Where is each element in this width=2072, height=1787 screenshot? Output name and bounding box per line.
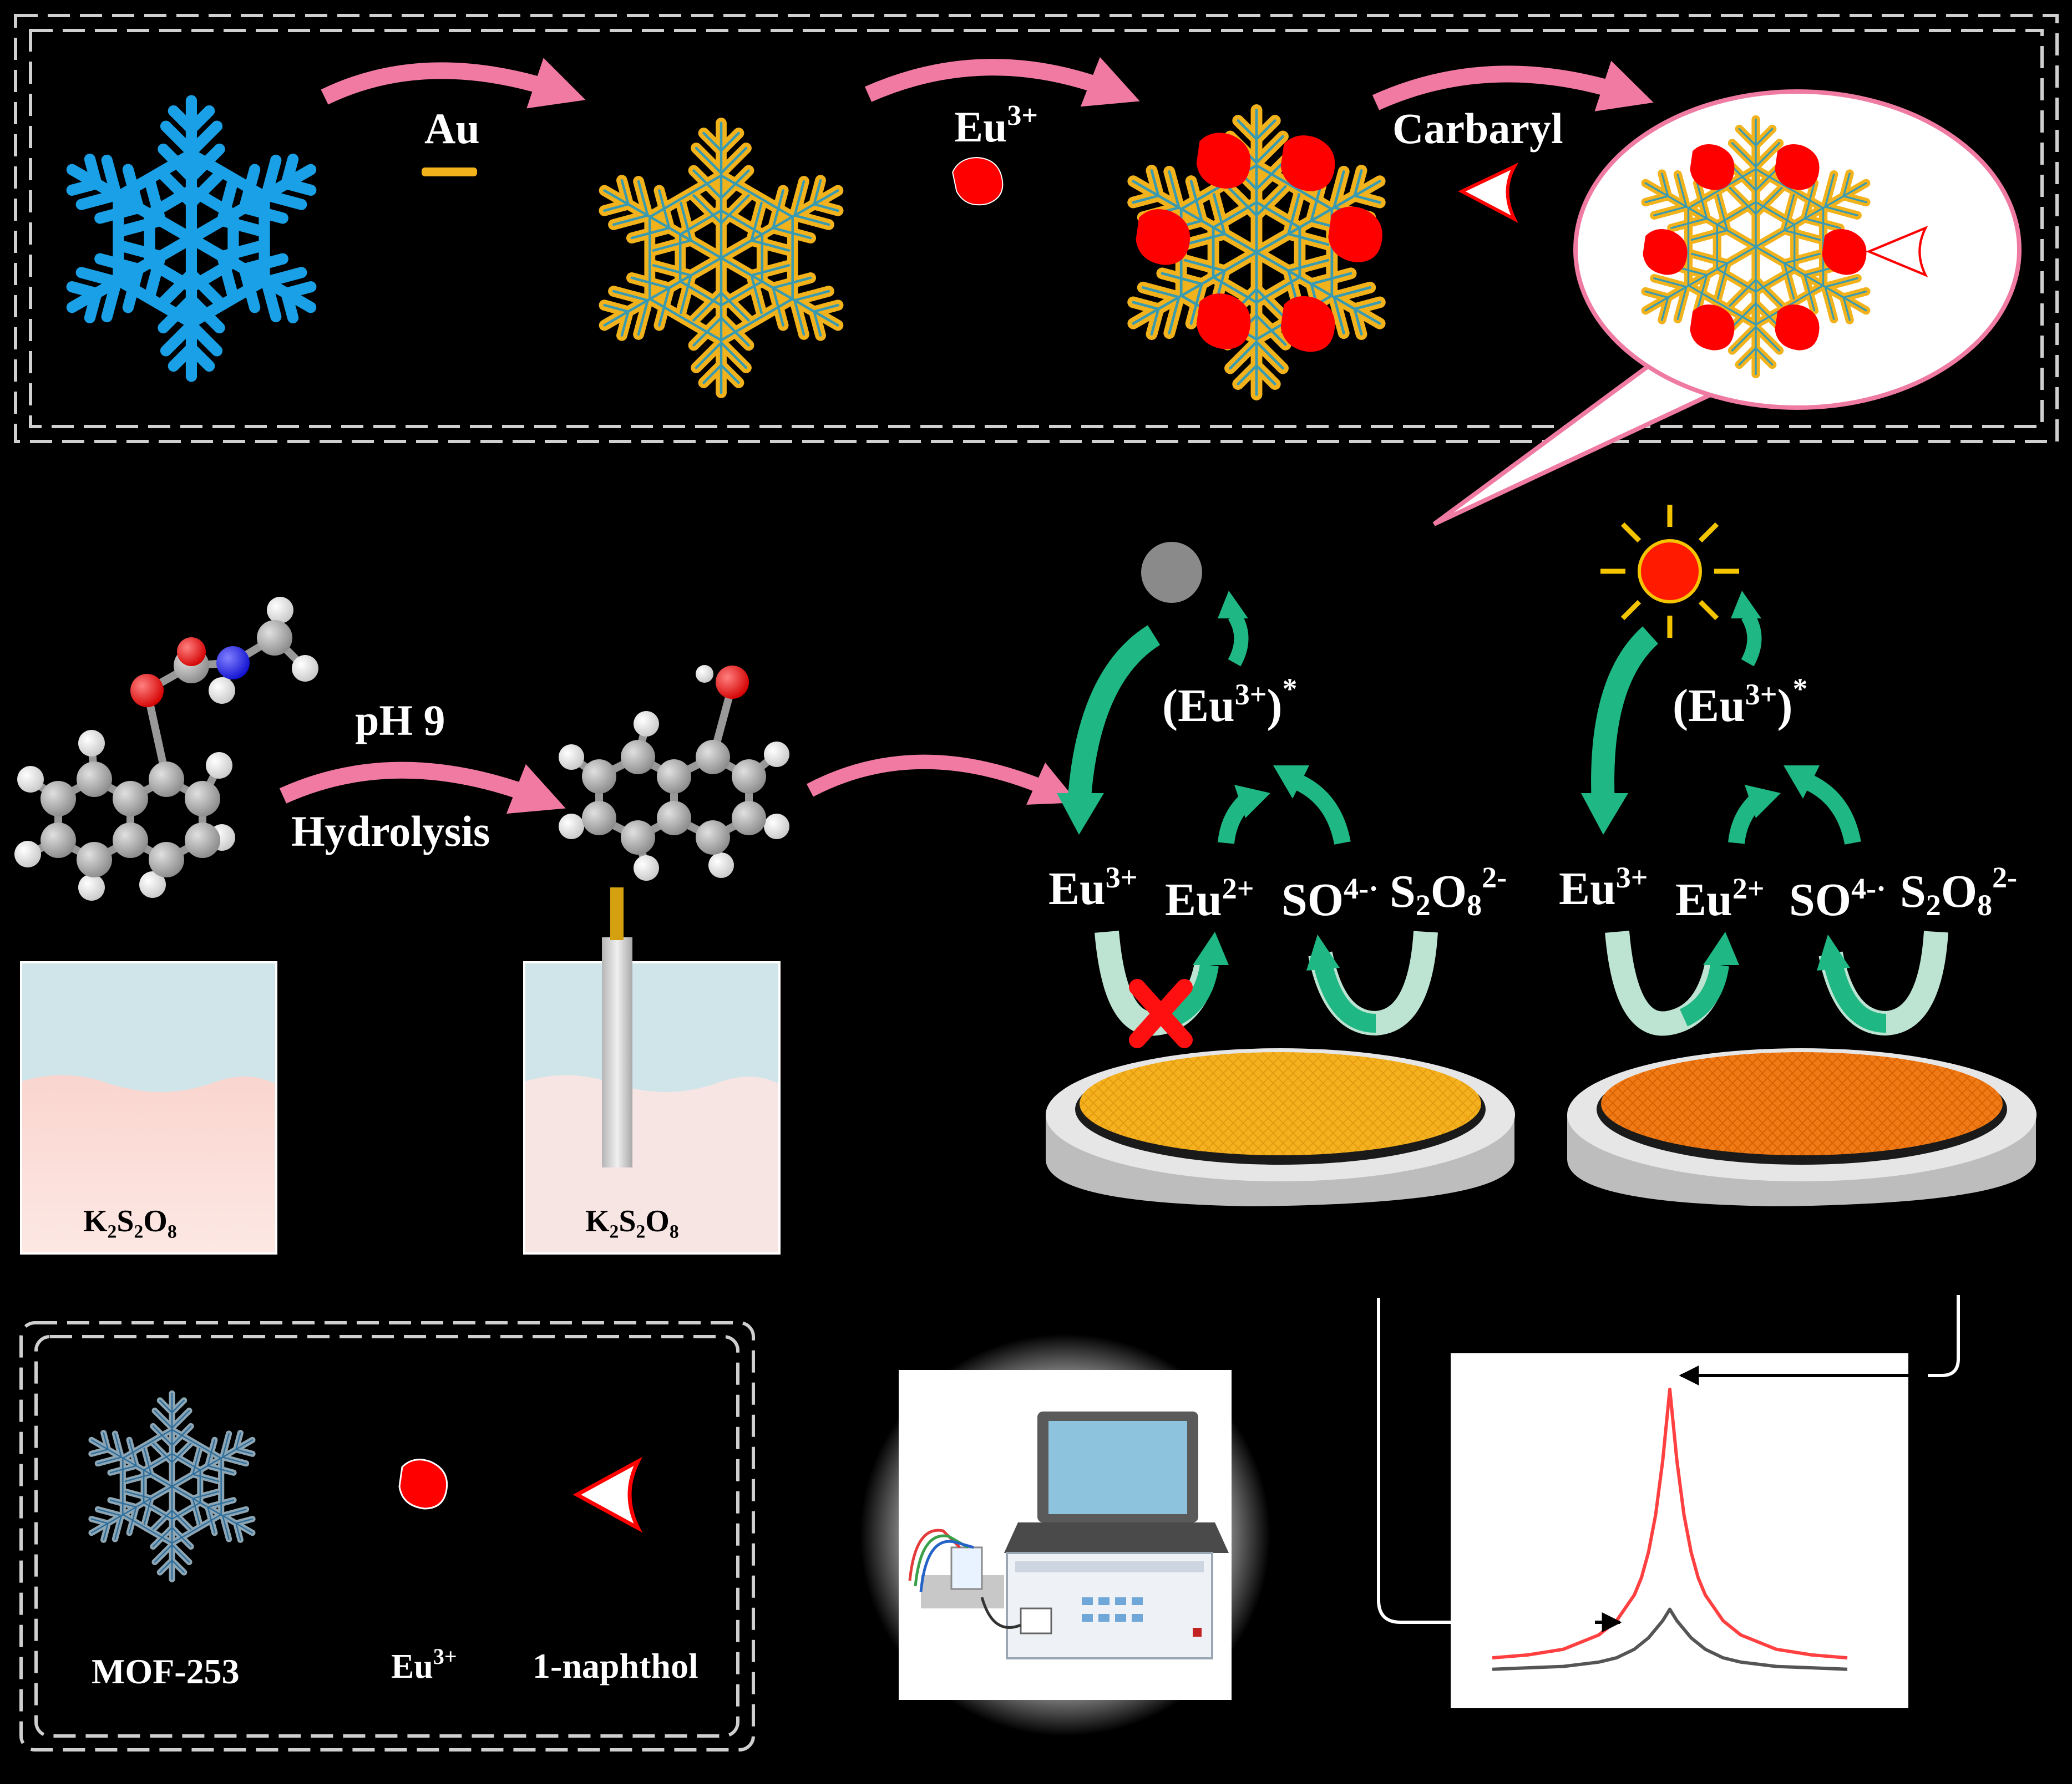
so4-label-r: SO — [1789, 874, 1851, 926]
s2o8-sub1: 2 — [1416, 889, 1431, 922]
carbaryl-molecule — [14, 597, 318, 901]
svg-text:(Eu3+)*: (Eu3+)* — [1162, 672, 1297, 732]
svg-text:SO4-·: SO4-· — [1281, 872, 1379, 926]
legend-naphthol-icon — [573, 1456, 643, 1533]
svg-text:Eu2+: Eu2+ — [1165, 872, 1254, 926]
beaker-1: K₂S₂O₈ — [20, 961, 277, 1255]
detection-arrow — [806, 754, 1078, 805]
so4-sup-r: 4-· — [1851, 872, 1886, 905]
so4-sup: 4-· — [1344, 872, 1379, 905]
legend-eu-label: Eu — [391, 1648, 433, 1686]
excited-state-star-r: * — [1792, 672, 1807, 705]
beaker-2: K₂S₂O₈ — [523, 887, 781, 1255]
electrode-right-surface — [1601, 1052, 2003, 1155]
au-bar-icon — [422, 167, 477, 176]
s2o8-o: O — [1431, 866, 1467, 917]
eu2-sup: 2+ — [1222, 872, 1254, 905]
beaker-1-label: K₂S₂O₈ — [83, 1204, 177, 1238]
eu2-sup-r: 2+ — [1732, 872, 1765, 905]
zoom-bubble — [1432, 89, 2022, 526]
ecl-chart — [1451, 1353, 1928, 1708]
electrode-left-surface — [1080, 1052, 1481, 1155]
excited-state-close: ) — [1267, 680, 1283, 732]
signal-connectors — [1377, 1295, 1960, 1624]
legend-panel: MOF-253 Eu3+ 1-naphthol — [19, 1321, 755, 1752]
excited-state-label: (Eu — [1162, 680, 1235, 732]
s2o8-sub1-r: 2 — [1926, 889, 1941, 922]
eu-label: Eu3+ — [954, 100, 1038, 151]
beaker-2-label: K₂S₂O₈ — [585, 1204, 679, 1238]
mechanism-left: (Eu3+)* Eu3+ Eu2+ SO4-· S2O82- — [1046, 542, 1515, 1206]
svg-text:SO4-·: SO4-· — [1789, 872, 1886, 926]
s2o8-sup: 2- — [1482, 861, 1507, 894]
excited-state-close-r: ) — [1777, 680, 1793, 732]
s2o8-s: S — [1390, 866, 1416, 917]
eu-text: Eu — [954, 103, 1007, 151]
eu2-label: Eu — [1165, 874, 1222, 926]
light-emission-icon — [1600, 505, 1739, 638]
svg-text:Eu3+: Eu3+ — [391, 1644, 457, 1686]
eu3-sup: 3+ — [1106, 861, 1138, 894]
s2o8-s-r: S — [1900, 866, 1926, 917]
legend-eu-icon — [398, 1459, 448, 1510]
blocked-cross-icon — [1129, 979, 1193, 1048]
series-line-weak — [1492, 1607, 1848, 1671]
eu3-label-r: Eu — [1559, 863, 1616, 915]
excited-state-sup: 3+ — [1235, 678, 1267, 711]
carbaryl-label: Carbaryl — [1392, 104, 1563, 153]
excited-state-star: * — [1282, 672, 1297, 705]
s2o8-sub2-r: 8 — [1977, 889, 1992, 922]
legend-eu-sup: 3+ — [433, 1644, 457, 1669]
excited-state-sup-r: 3+ — [1745, 678, 1777, 711]
dark-emission-icon — [1141, 542, 1202, 603]
legend-mof-label: MOF-253 — [92, 1652, 240, 1691]
naphthol-arrowhead-icon — [1458, 163, 1519, 223]
s2o8-sub2: 8 — [1467, 889, 1482, 922]
synthesis-arrow-2 — [864, 57, 1140, 107]
synthesis-arrow-3 — [1372, 60, 1654, 111]
svg-text:S2O82-: S2O82- — [1900, 861, 2017, 922]
synthesis-arrow-1 — [321, 58, 586, 109]
ph-label: pH 9 — [355, 696, 445, 744]
hydrolysis-label: Hydrolysis — [291, 807, 490, 855]
hydrolysis-arrow — [279, 761, 566, 814]
svg-text:S2O82-: S2O82- — [1390, 861, 1507, 922]
naphthol-molecule — [559, 665, 789, 881]
electrochemical-workstation — [860, 1334, 1270, 1736]
eu-sup: 3+ — [1007, 100, 1038, 131]
svg-text:Eu3+: Eu3+ — [1559, 861, 1648, 915]
svg-text:Eu2+: Eu2+ — [1675, 872, 1765, 926]
eu3-label: Eu — [1048, 863, 1106, 915]
excited-state-label-r: (Eu — [1673, 680, 1745, 732]
synthesis-panel — [14, 14, 2059, 443]
eu2-label-r: Eu — [1675, 874, 1732, 926]
svg-text:Eu3+: Eu3+ — [1048, 861, 1138, 915]
working-electrode — [602, 937, 632, 1167]
au-label: Au — [424, 104, 480, 153]
eu3-sup-r: 3+ — [1616, 861, 1648, 894]
legend-naphthol-label: 1-naphthol — [533, 1646, 698, 1686]
s2o8-o-r: O — [1941, 866, 1977, 917]
svg-text:(Eu3+)*: (Eu3+)* — [1673, 672, 1807, 732]
s2o8-sup-r: 2- — [1992, 861, 2017, 894]
mechanism-right: (Eu3+)* Eu3+ Eu2+ SO4-· S2O82- — [1559, 505, 2036, 1206]
so4-label: SO — [1281, 874, 1344, 926]
